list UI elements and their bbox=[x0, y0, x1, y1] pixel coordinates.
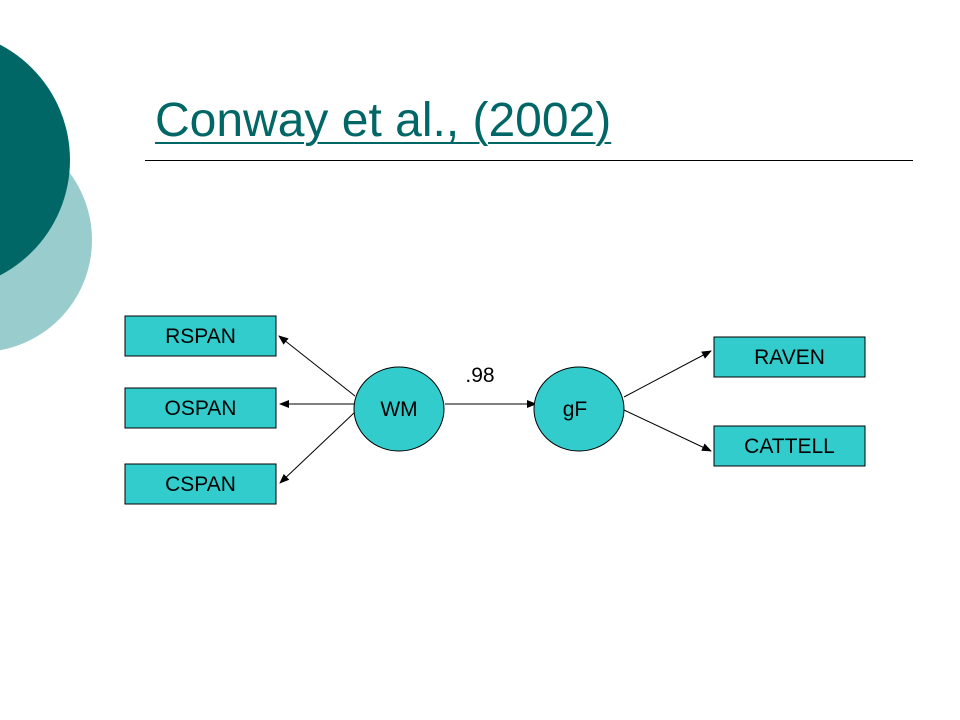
edge-gf-raven bbox=[623, 350, 712, 398]
slide-title-link[interactable]: Conway et al., (2002) bbox=[155, 94, 612, 147]
indicator-rspan-label: RSPAN bbox=[165, 325, 236, 348]
latent-gf: gF bbox=[533, 366, 625, 452]
indicator-ospan: OSPAN bbox=[124, 387, 277, 429]
latent-gf-label: gF bbox=[563, 398, 588, 421]
deco-circle-dark bbox=[0, 44, 70, 276]
indicator-cattell: CATTELL bbox=[713, 425, 866, 467]
indicator-ospan-label: OSPAN bbox=[165, 397, 237, 420]
indicator-cspan: CSPAN bbox=[124, 463, 277, 505]
latent-wm: WM bbox=[353, 366, 445, 452]
edge-wm-cspan bbox=[279, 411, 356, 484]
indicator-raven-label: RAVEN bbox=[754, 346, 825, 369]
indicator-rspan: RSPAN bbox=[124, 315, 277, 357]
edge-wm-rspan bbox=[278, 335, 356, 397]
path-coefficient-label: .98 bbox=[465, 364, 494, 387]
indicator-raven: RAVEN bbox=[713, 336, 866, 378]
title-divider bbox=[145, 160, 913, 161]
latent-wm-label: WM bbox=[380, 398, 417, 421]
indicator-cspan-label: CSPAN bbox=[165, 473, 236, 496]
indicator-cattell-label: CATTELL bbox=[744, 435, 835, 458]
edge-gf-cattell bbox=[623, 409, 712, 452]
